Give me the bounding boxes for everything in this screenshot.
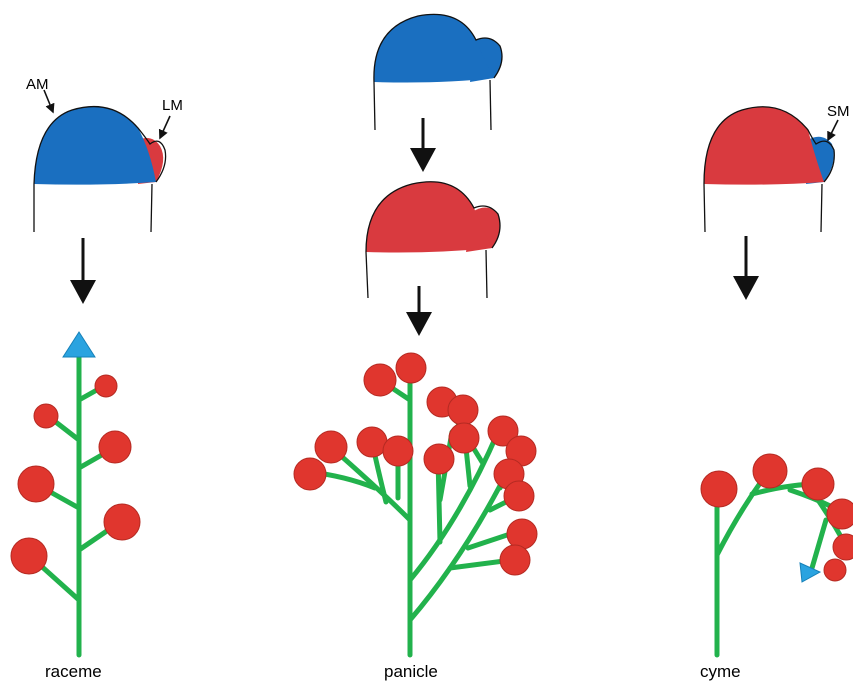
panicle-inflorescence — [310, 372, 518, 655]
raceme-flowers — [11, 375, 140, 574]
flower — [104, 504, 140, 540]
lm-pointer-arrow — [160, 116, 170, 138]
cyme-terminal-triangle — [800, 563, 820, 582]
sm-pointer-arrow — [828, 120, 838, 140]
panicle-bottom-down-arrow — [406, 286, 432, 336]
flower — [315, 431, 347, 463]
cyme-body-red — [704, 107, 824, 185]
flower — [383, 436, 413, 466]
flower — [449, 423, 479, 453]
flower — [701, 471, 737, 507]
flower — [802, 468, 834, 500]
cyme-branch — [812, 520, 826, 568]
lm-label: LM — [162, 97, 183, 114]
flower — [99, 431, 131, 463]
flower — [507, 519, 537, 549]
cyme-flowers — [701, 454, 853, 581]
flower — [95, 375, 117, 397]
am-label: AM — [26, 76, 49, 93]
sm-label: SM — [827, 103, 850, 120]
panicle-meristem-bottom — [366, 182, 500, 298]
flower — [500, 545, 530, 575]
cyme-right-wall — [821, 184, 822, 232]
raceme-down-arrow — [70, 238, 96, 304]
flower — [18, 466, 54, 502]
flower — [34, 404, 58, 428]
flower — [504, 481, 534, 511]
flower — [824, 559, 846, 581]
raceme-caption: raceme — [45, 662, 102, 681]
flower — [827, 499, 853, 529]
panicle-meristem-top — [374, 14, 502, 130]
flower — [396, 353, 426, 383]
terminal-meristem-triangle — [63, 332, 95, 357]
flower — [294, 458, 326, 490]
cyme-caption: cyme — [700, 662, 741, 681]
flower — [357, 427, 387, 457]
panicle-bottom-right-wall — [486, 250, 487, 298]
flower — [364, 364, 396, 396]
cyme-left-wall — [704, 184, 705, 232]
apical-meristem-blue — [34, 107, 156, 185]
panicle-bottom-body-red — [366, 182, 492, 253]
am-pointer-arrow — [44, 90, 53, 112]
cyme-meristem: SM — [704, 103, 850, 232]
flower — [11, 538, 47, 574]
panicle-flowers — [294, 353, 537, 575]
flower — [448, 395, 478, 425]
flower — [753, 454, 787, 488]
panicle-top-left-wall — [374, 82, 375, 130]
panicle-top-right-wall — [490, 80, 491, 130]
panicle-caption: panicle — [384, 662, 438, 681]
panicle-top-body-blue — [374, 14, 494, 82]
cyme-down-arrow — [733, 236, 759, 300]
panicle-branch — [410, 432, 498, 580]
meristem-right-wall — [151, 184, 152, 232]
flower — [833, 534, 853, 560]
raceme-meristem: AM LM — [26, 76, 183, 232]
panicle-mid-down-arrow — [410, 118, 436, 172]
panicle-bottom-left-wall — [366, 252, 368, 298]
flower — [424, 444, 454, 474]
